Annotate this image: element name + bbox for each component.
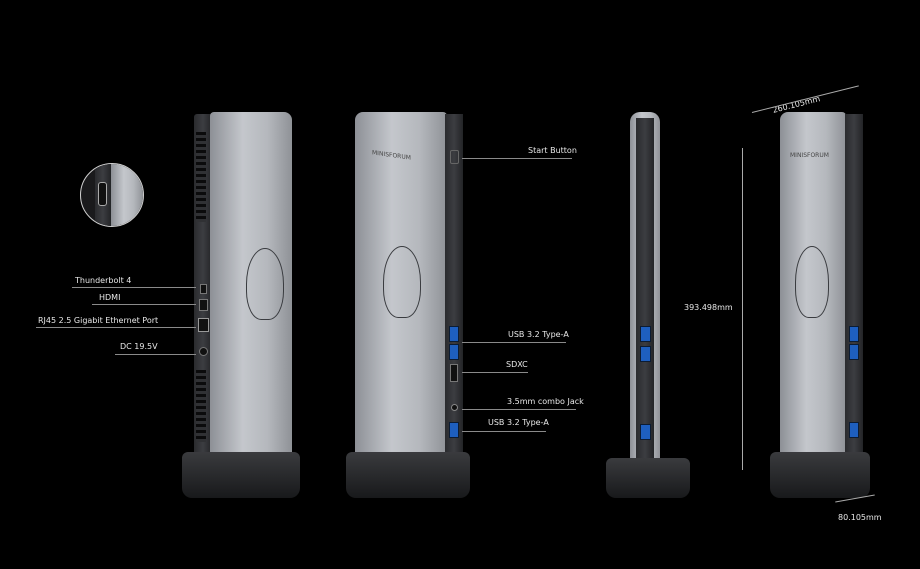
dimension-height: 393.498mm [684,303,733,312]
callout-sdxc: SDXC [506,360,528,369]
callout-start-button: Start Button [528,146,577,155]
callout-dc: DC 19.5V [120,342,158,351]
callout-hdmi: HDMI [99,293,121,302]
brand-logo: MINISFORUM [790,152,829,159]
callout-usb-a-2: USB 3.2 Type-A [488,418,549,427]
start-button [450,150,459,164]
thunderbolt-port-inset [80,163,144,227]
callout-rj45: RJ45 2.5 Gigabit Ethernet Port [38,316,159,325]
callout-audio-jack: 3.5mm combo Jack [507,397,584,406]
callout-usb-a-1: USB 3.2 Type-A [508,330,569,339]
dimension-width: 80.105mm [838,513,882,522]
callout-thunderbolt: Thunderbolt 4 [75,276,132,285]
